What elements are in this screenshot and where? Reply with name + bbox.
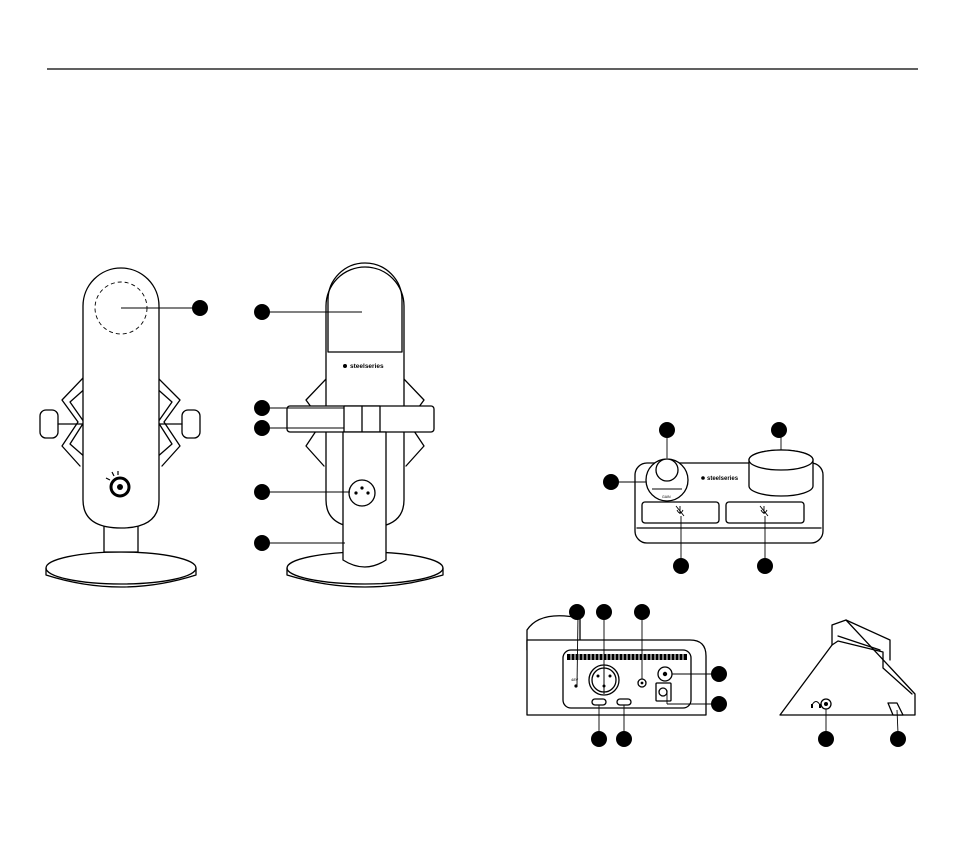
microphone-back-view: steelseries — [254, 263, 443, 587]
callout-dot-icon — [890, 731, 906, 747]
callout-dot-icon — [711, 696, 727, 712]
callout-dot-icon — [616, 731, 632, 747]
microphone-front-view — [40, 268, 208, 587]
mixer-side-view — [780, 620, 915, 747]
callout-dot-icon — [771, 422, 787, 438]
callout-dot-icon — [596, 604, 612, 620]
vent-grille — [567, 654, 687, 660]
callout-dot-icon — [659, 422, 675, 438]
callout-dot-icon — [673, 558, 689, 574]
callout-dot-icon — [711, 666, 727, 682]
callout-dot-icon — [254, 535, 270, 551]
callout-dot-icon — [254, 420, 270, 436]
back-brand-label: steelseries — [350, 363, 384, 370]
knob-label: GAIN — [662, 495, 671, 499]
callout-dot-icon — [254, 400, 270, 416]
mixer-top-view: GAIN steelseries — [603, 422, 823, 574]
xlr-connector-icon — [589, 665, 619, 695]
mixer-brand-label: steelseries — [707, 476, 739, 482]
mixer-rear-view: 48V — [527, 604, 727, 747]
xlr-connector-icon — [349, 480, 375, 506]
callout-dot-icon — [591, 731, 607, 747]
callout-dot-icon — [254, 484, 270, 500]
callout-dot-icon — [757, 558, 773, 574]
callout-dot-icon — [818, 731, 834, 747]
callout-dot-icon — [569, 604, 585, 620]
callout-dot-icon — [192, 300, 208, 316]
callout-dot-icon — [603, 474, 619, 490]
callout-dot-icon — [634, 604, 650, 620]
callout-dot-icon — [254, 304, 270, 320]
